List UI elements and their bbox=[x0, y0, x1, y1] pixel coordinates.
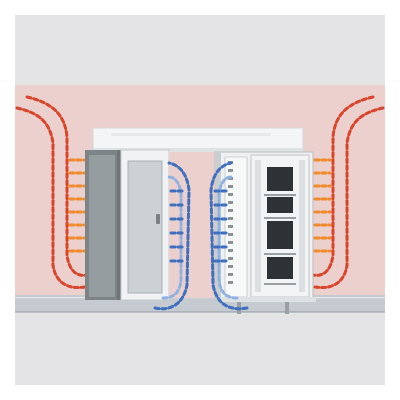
hot-air-flow-icon bbox=[311, 95, 385, 290]
airflow-diagram bbox=[15, 85, 385, 385]
cold-air-flow-icon bbox=[153, 161, 191, 311]
containment-roof bbox=[92, 127, 304, 153]
server-cabinet-icon bbox=[85, 150, 121, 300]
cold-air-flow-icon bbox=[209, 161, 249, 311]
hot-air-flow-icon bbox=[15, 95, 89, 290]
door-handle bbox=[156, 214, 160, 224]
containment-door-icon bbox=[120, 149, 170, 301]
diagram-frame bbox=[15, 15, 385, 385]
